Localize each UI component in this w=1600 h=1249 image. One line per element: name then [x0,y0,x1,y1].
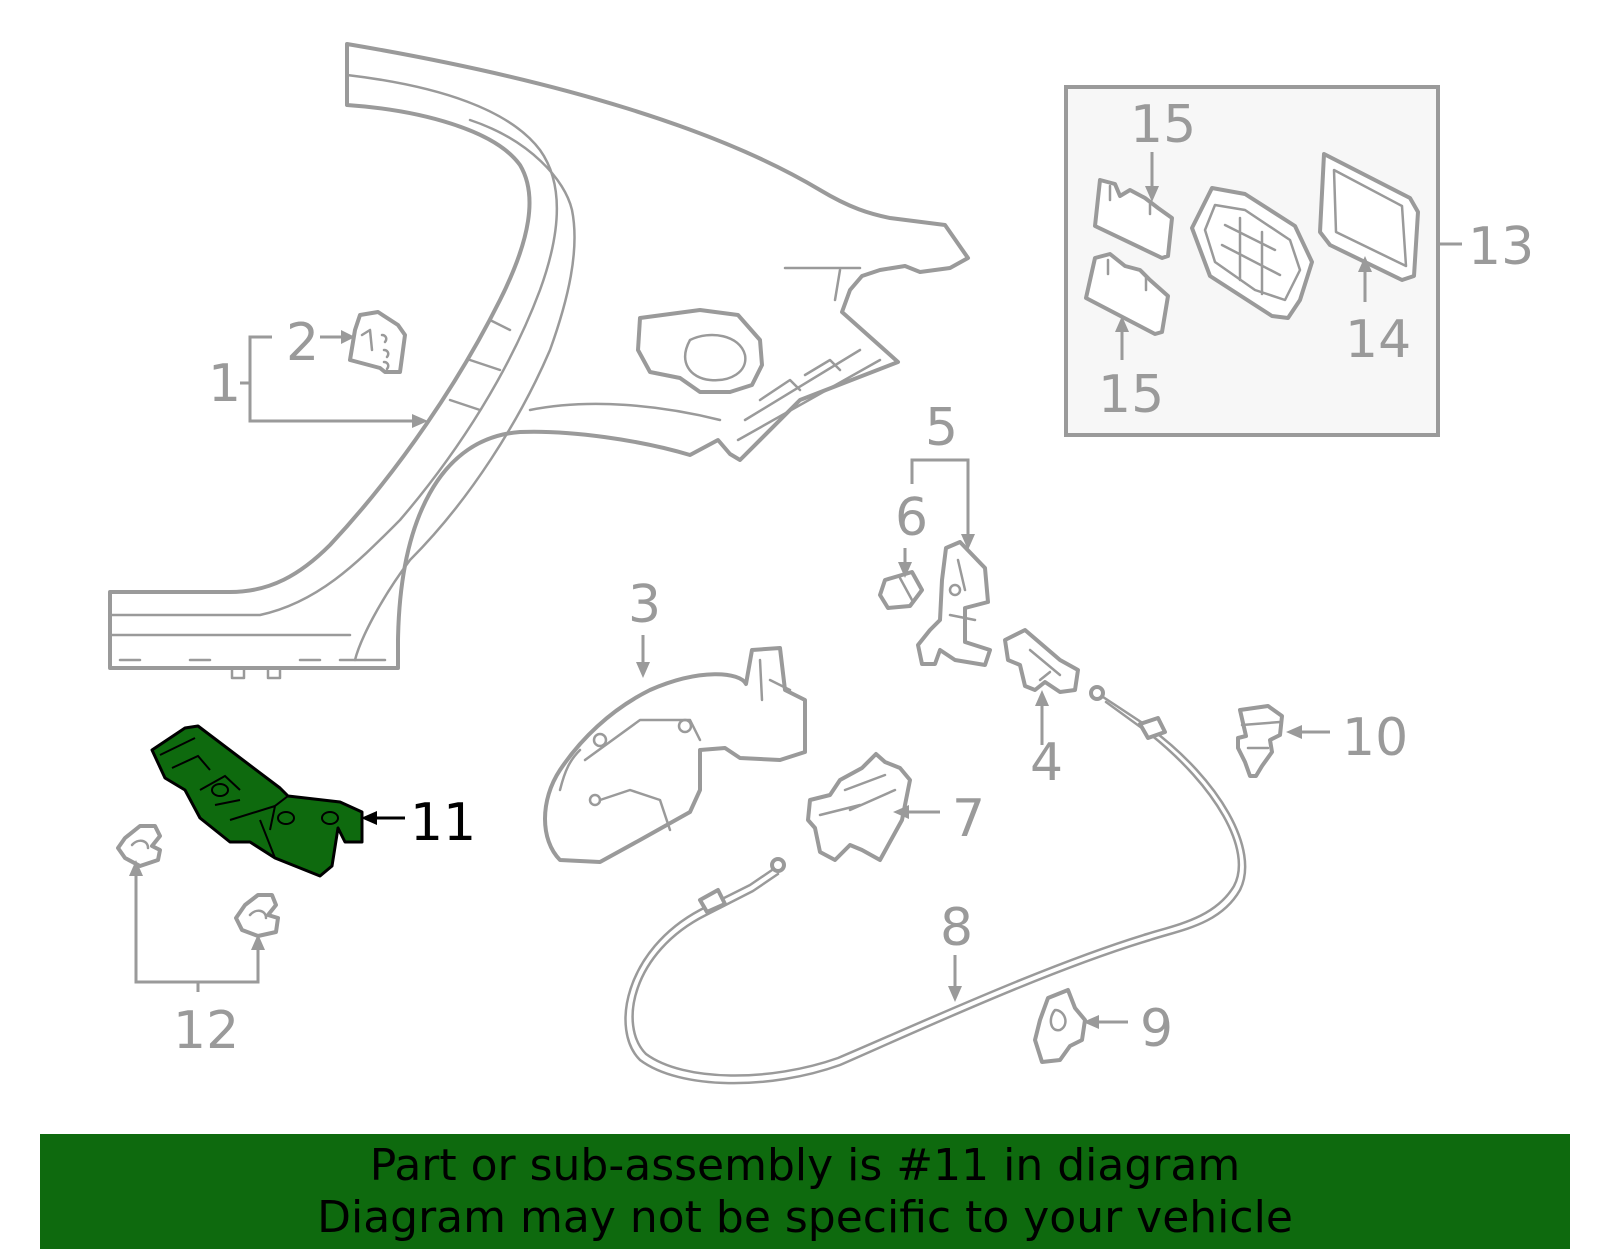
callout-4: 4 [1030,733,1063,793]
info-banner: Part or sub-assembly is #11 in diagram D… [40,1134,1570,1249]
gasket-part-14[interactable] [1318,152,1420,282]
actuator-part-4[interactable] [1003,628,1080,694]
bracket-part-11-highlighted[interactable] [150,724,364,878]
callout-10: 10 [1342,708,1408,768]
clip-part-12-a[interactable] [116,824,162,868]
cable-clip-part-9[interactable] [1033,988,1087,1064]
release-cable-part-8[interactable] [624,685,1247,1085]
callout-5: 5 [925,398,958,458]
callout-11: 11 [410,793,476,853]
leader-lines [129,152,1462,1029]
callout-2: 2 [286,313,319,373]
bump-stop-part-6[interactable] [878,570,924,610]
push-clip-part-10[interactable] [1236,704,1284,778]
hinge-part-5[interactable] [916,540,992,667]
callout-15-top: 15 [1130,95,1196,155]
callout-3: 3 [628,575,661,635]
banner-line-2: Diagram may not be specific to your vehi… [317,1192,1293,1243]
quarter-panel-part-1[interactable] [108,42,970,680]
callout-9: 9 [1140,999,1173,1059]
clip-part-15-top[interactable] [1093,178,1174,260]
clip-part-15-bottom[interactable] [1084,252,1170,336]
inset-box-part-13 [1064,85,1440,437]
callout-8: 8 [940,898,973,958]
fuel-door-housing-part-3[interactable] [543,646,807,864]
fuel-housing-part-13[interactable] [1190,186,1314,320]
latch-part-7[interactable] [806,752,912,862]
callout-6: 6 [895,488,928,548]
bracket-part-2[interactable] [348,310,407,374]
clip-part-12-b[interactable] [234,893,280,938]
banner-line-1: Part or sub-assembly is #11 in diagram [369,1140,1241,1191]
callout-1: 1 [208,354,241,414]
callout-15-bottom: 15 [1098,365,1164,425]
callout-7: 7 [952,789,985,849]
callout-13: 13 [1468,217,1534,277]
callout-12: 12 [173,1001,239,1061]
callout-14: 14 [1345,310,1411,370]
